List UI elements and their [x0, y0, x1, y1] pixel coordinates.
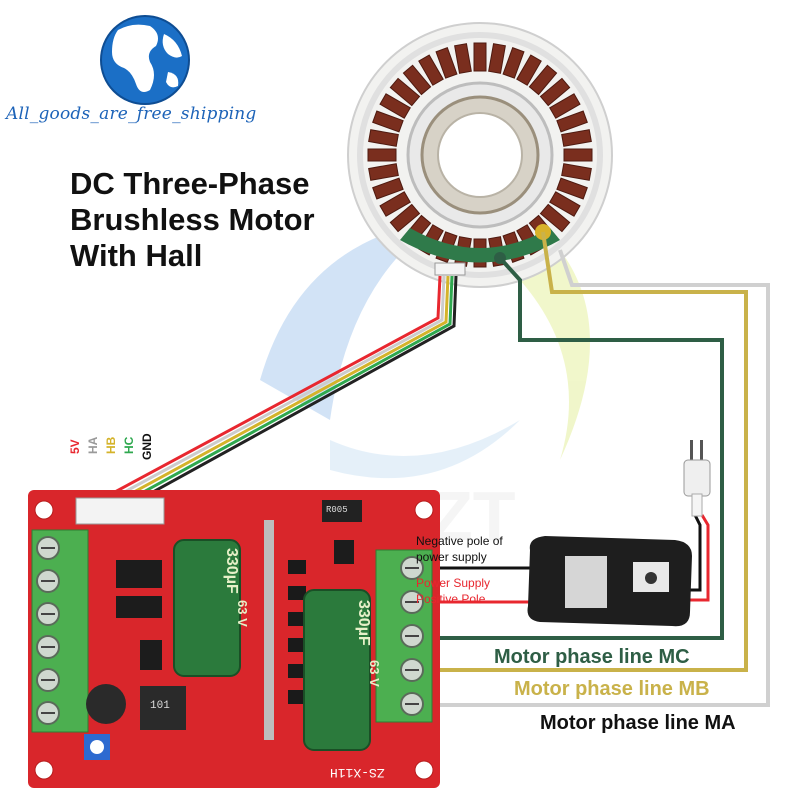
- terminal-screw: [400, 590, 424, 614]
- ac-plug-icon: [683, 440, 711, 517]
- mosfet: [288, 612, 306, 626]
- stator-coil: [516, 54, 542, 86]
- svg-text:ZT: ZT: [430, 477, 516, 555]
- terminal-screw: [400, 624, 424, 648]
- stator-coil: [549, 191, 581, 217]
- capacitor-1-value: 330µF: [223, 548, 240, 594]
- positive-pole-label-1: Power Supply: [416, 576, 491, 590]
- power-wires: [430, 514, 710, 604]
- mosfet: [288, 586, 306, 600]
- stator-coil: [435, 47, 458, 79]
- stator-coil: [539, 77, 571, 107]
- stator-coil: [473, 42, 487, 72]
- mosfet: [288, 690, 306, 704]
- terminal-screw: [36, 635, 60, 659]
- capacitor-2-value: 330µF: [355, 600, 372, 646]
- terminal-screw: [36, 569, 60, 593]
- inductor-label: 101: [150, 700, 170, 712]
- board-model-silk: ZS-X11H: [330, 765, 385, 780]
- mosfet: [288, 560, 306, 574]
- capacitor-2-rating: 63 V: [367, 660, 382, 687]
- stator-coil: [372, 177, 404, 200]
- negative-pole-label-2: power supply: [416, 550, 487, 564]
- power-adapter-image: [527, 536, 692, 627]
- stator-coil: [539, 203, 571, 233]
- stator-coil: [563, 148, 593, 162]
- stator-coil: [528, 64, 558, 96]
- stator-coil: [389, 77, 421, 107]
- stator-coil: [556, 177, 588, 200]
- brand-name: All_goods_are_free_shipping: [6, 104, 257, 124]
- globe-icon: [100, 15, 190, 105]
- stator-coil: [379, 191, 411, 217]
- capacitor-1-rating: 63 V: [235, 600, 250, 627]
- terminal-screw: [36, 668, 60, 692]
- title-line-2: Brushless Motor: [70, 202, 315, 237]
- terminal-screw: [400, 692, 424, 716]
- stator-coil: [389, 203, 421, 233]
- phase-label-mc: Motor phase line MC: [494, 646, 690, 668]
- phase-wires: [432, 231, 770, 707]
- title-line-3: With Hall: [70, 238, 203, 273]
- hall-pin-ha: HA: [86, 436, 100, 454]
- positive-pole-label-2: Positive Pole: [416, 592, 486, 606]
- mosfet: [288, 664, 306, 678]
- resistor-label: R005: [326, 505, 348, 515]
- stator-coil: [368, 129, 399, 147]
- hall-pin-hc: HC: [122, 436, 136, 454]
- stator-coil: [561, 129, 592, 147]
- stator-coil: [561, 163, 592, 181]
- stator-coil: [379, 93, 411, 119]
- mosfet: [288, 638, 306, 652]
- stator-coil: [402, 64, 432, 96]
- hall-pin-5v: 5V: [68, 439, 82, 454]
- stator-coil: [418, 54, 444, 86]
- stator-coil: [549, 93, 581, 119]
- stator-coil: [368, 163, 399, 181]
- hall-pin-hb: HB: [104, 436, 118, 454]
- terminal-screw: [36, 536, 60, 560]
- stator-coil: [556, 110, 588, 133]
- controller-board-image: [28, 490, 440, 788]
- hall-pin-gnd: GND: [140, 433, 154, 460]
- terminal-screw: [400, 658, 424, 682]
- negative-pole-label-1: Negative pole of: [416, 534, 503, 548]
- terminal-screw: [36, 602, 60, 626]
- title-line-1: DC Three-Phase: [70, 166, 310, 201]
- stator-coil: [488, 43, 506, 74]
- motor-stator-image: [347, 22, 613, 288]
- stator-coil: [502, 47, 525, 79]
- terminal-screw: [400, 556, 424, 580]
- stator-coil: [367, 148, 397, 162]
- phase-label-mb: Motor phase line MB: [514, 678, 710, 700]
- terminal-screw: [36, 701, 60, 725]
- stator-coil: [372, 110, 404, 133]
- hall-wires: [99, 275, 458, 510]
- stator-coil: [454, 43, 472, 74]
- phase-label-ma: Motor phase line MA: [540, 712, 736, 734]
- watermark-logo: ZT: [260, 220, 590, 555]
